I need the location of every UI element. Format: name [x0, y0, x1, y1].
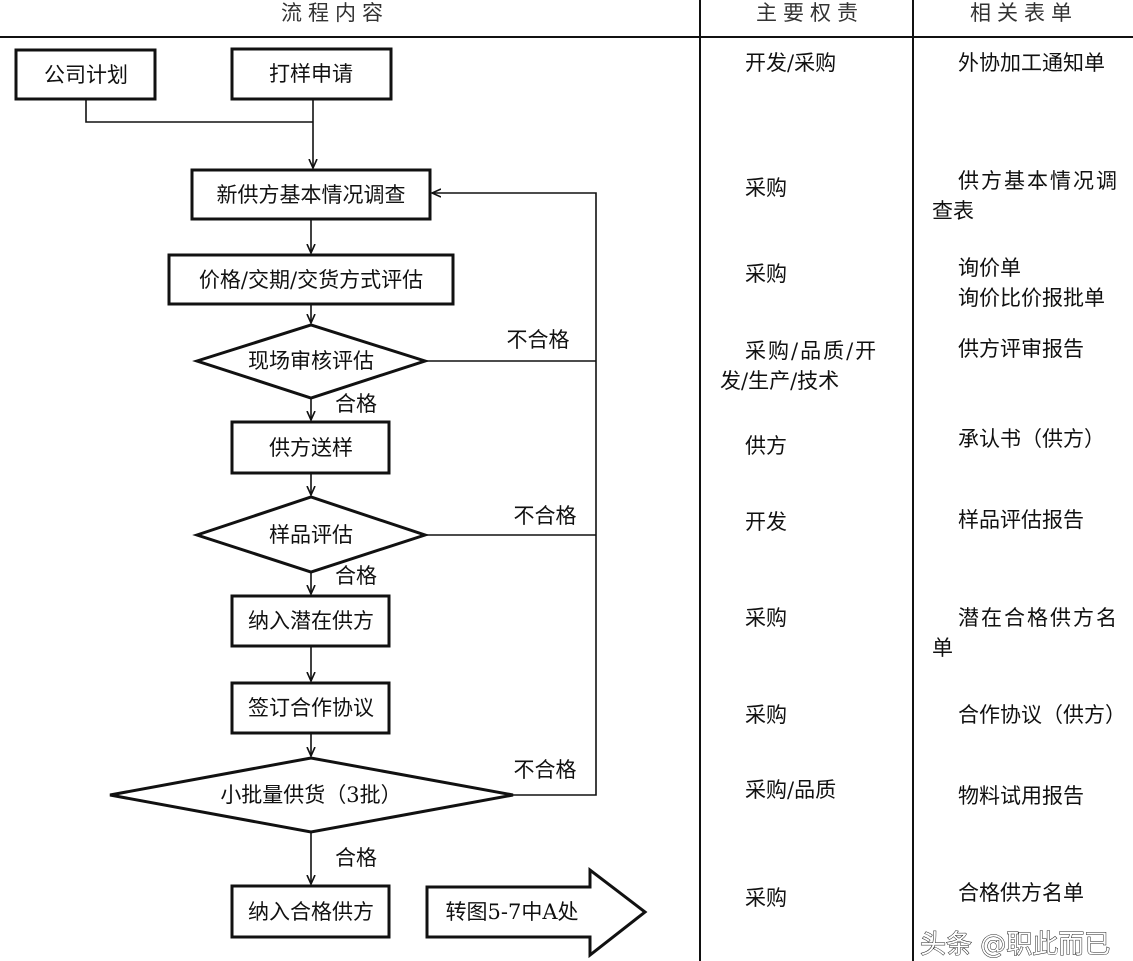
header-forms: 相关表单	[970, 1, 1078, 25]
header-process: 流程内容	[281, 1, 389, 25]
svg-text:外协加工通知单: 外协加工通知单	[958, 51, 1105, 75]
decision-small-batch: 小批量供货（3批）	[109, 756, 514, 834]
fail-label: 不合格	[514, 758, 577, 782]
node-price-eval: 价格/交期/交货方式评估	[167, 253, 455, 306]
svg-text:采购: 采购	[745, 176, 787, 200]
pass-label: 合格	[335, 392, 377, 416]
svg-text:采购: 采购	[745, 886, 787, 910]
svg-text:样品评估报告: 样品评估报告	[958, 508, 1084, 532]
svg-text:合作协议（供方）: 合作协议（供方）	[958, 703, 1126, 727]
svg-text:单: 单	[932, 636, 953, 660]
node-potential-supplier: 纳入潜在供方	[230, 594, 391, 648]
svg-text:采购: 采购	[745, 606, 787, 630]
svg-text:询价单: 询价单	[958, 256, 1021, 280]
svg-text:采购: 采购	[745, 703, 787, 727]
svg-text:发/生产/技术: 发/生产/技术	[720, 369, 839, 393]
fail-label: 不合格	[507, 328, 570, 352]
svg-text:开发/采购: 开发/采购	[745, 51, 836, 75]
node-sample-request: 打样申请	[230, 47, 393, 101]
svg-text:采购: 采购	[745, 262, 787, 286]
svg-text:供方: 供方	[745, 434, 787, 458]
node-company-plan: 公司计划	[14, 48, 157, 101]
pass-label: 合格	[335, 846, 377, 870]
node-qualified-supplier: 纳入合格供方	[230, 884, 391, 939]
svg-text:公司计划: 公司计划	[44, 63, 128, 87]
svg-text:供方评审报告: 供方评审报告	[958, 337, 1084, 361]
forms-column: 外协加工通知单 供方基本情况调 查表 询价单 询价比价报批单 供方评审报告 承认…	[932, 51, 1126, 905]
svg-text:签订合作协议: 签订合作协议	[248, 696, 374, 720]
reject-feedback-line	[425, 193, 597, 796]
node-supplier-survey: 新供方基本情况调查	[190, 168, 432, 221]
svg-text:小批量供货（3批）: 小批量供货（3批）	[220, 783, 401, 807]
svg-text:样品评估: 样品评估	[269, 523, 353, 547]
decision-site-audit: 现场审核评估	[192, 323, 430, 400]
svg-text:开发: 开发	[745, 510, 787, 534]
connector	[85, 99, 313, 123]
svg-text:价格/交期/交货方式评估: 价格/交期/交货方式评估	[199, 268, 423, 292]
svg-text:合格供方名单: 合格供方名单	[958, 881, 1084, 905]
svg-text:纳入合格供方: 纳入合格供方	[248, 900, 374, 924]
svg-text:采购/品质: 采购/品质	[745, 778, 836, 802]
svg-text:潜在合格供方名: 潜在合格供方名	[958, 606, 1119, 630]
svg-text:供方送样: 供方送样	[269, 436, 353, 460]
goto-arrow: 转图5-7中A处	[425, 866, 648, 959]
pass-label: 合格	[335, 564, 377, 588]
header-responsibility: 主要权责	[756, 1, 864, 25]
decision-sample-eval: 样品评估	[192, 495, 430, 574]
svg-text:物料试用报告: 物料试用报告	[958, 784, 1084, 808]
svg-text:供方基本情况调: 供方基本情况调	[958, 169, 1119, 193]
watermark: 头条 @职此而已	[920, 930, 1110, 960]
svg-text:新供方基本情况调查: 新供方基本情况调查	[217, 183, 406, 207]
svg-text:现场审核评估: 现场审核评估	[248, 349, 374, 373]
svg-text:询价比价报批单: 询价比价报批单	[958, 286, 1105, 310]
svg-text:查表: 查表	[932, 199, 974, 223]
node-sign-agreement: 签订合作协议	[230, 681, 391, 735]
responsibility-column: 开发/采购 采购 采购 采购/品质/开 发/生产/技术 供方 开发 采购 采购 …	[720, 51, 878, 910]
fail-label: 不合格	[514, 504, 577, 528]
svg-text:转图5-7中A处: 转图5-7中A处	[446, 900, 579, 924]
svg-text:打样申请: 打样申请	[269, 62, 353, 86]
svg-text:承认书（供方）: 承认书（供方）	[958, 427, 1105, 451]
node-supplier-sample: 供方送样	[230, 420, 391, 475]
svg-text:采购/品质/开: 采购/品质/开	[745, 339, 878, 363]
svg-text:纳入潜在供方: 纳入潜在供方	[248, 609, 374, 633]
